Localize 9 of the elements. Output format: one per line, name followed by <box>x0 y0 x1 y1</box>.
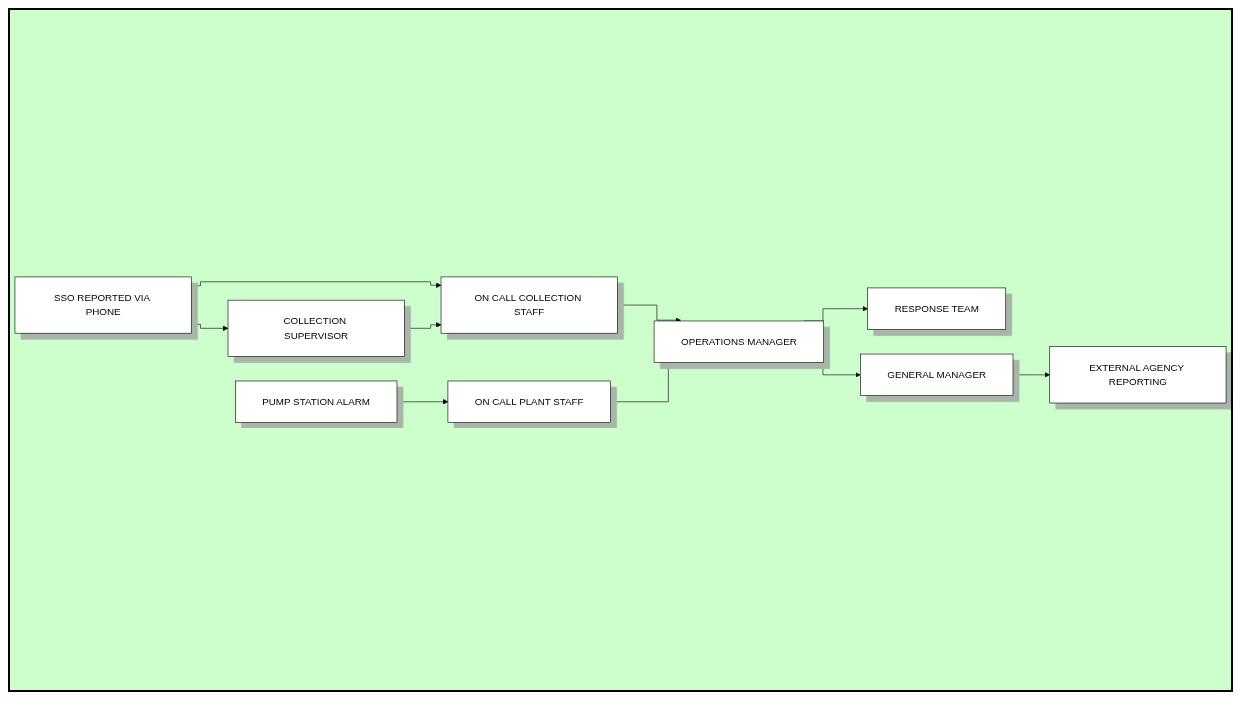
node-box: EXTERNAL AGENCY REPORTING <box>1049 346 1227 404</box>
node-box: SSO REPORTED VIA PHONE <box>14 276 192 334</box>
node-box: GENERAL MANAGER <box>860 354 1014 397</box>
node-box: RESPONSE TEAM <box>867 287 1007 331</box>
node-box: PUMP STATION ALARM <box>235 380 398 424</box>
node-box: ON CALL COLLECTION STAFF <box>440 276 618 334</box>
node-box: COLLECTION SUPERVISOR <box>227 300 405 358</box>
node-box: ON CALL PLANT STAFF <box>447 380 611 424</box>
node-box: OPERATIONS MANAGER <box>653 320 824 364</box>
